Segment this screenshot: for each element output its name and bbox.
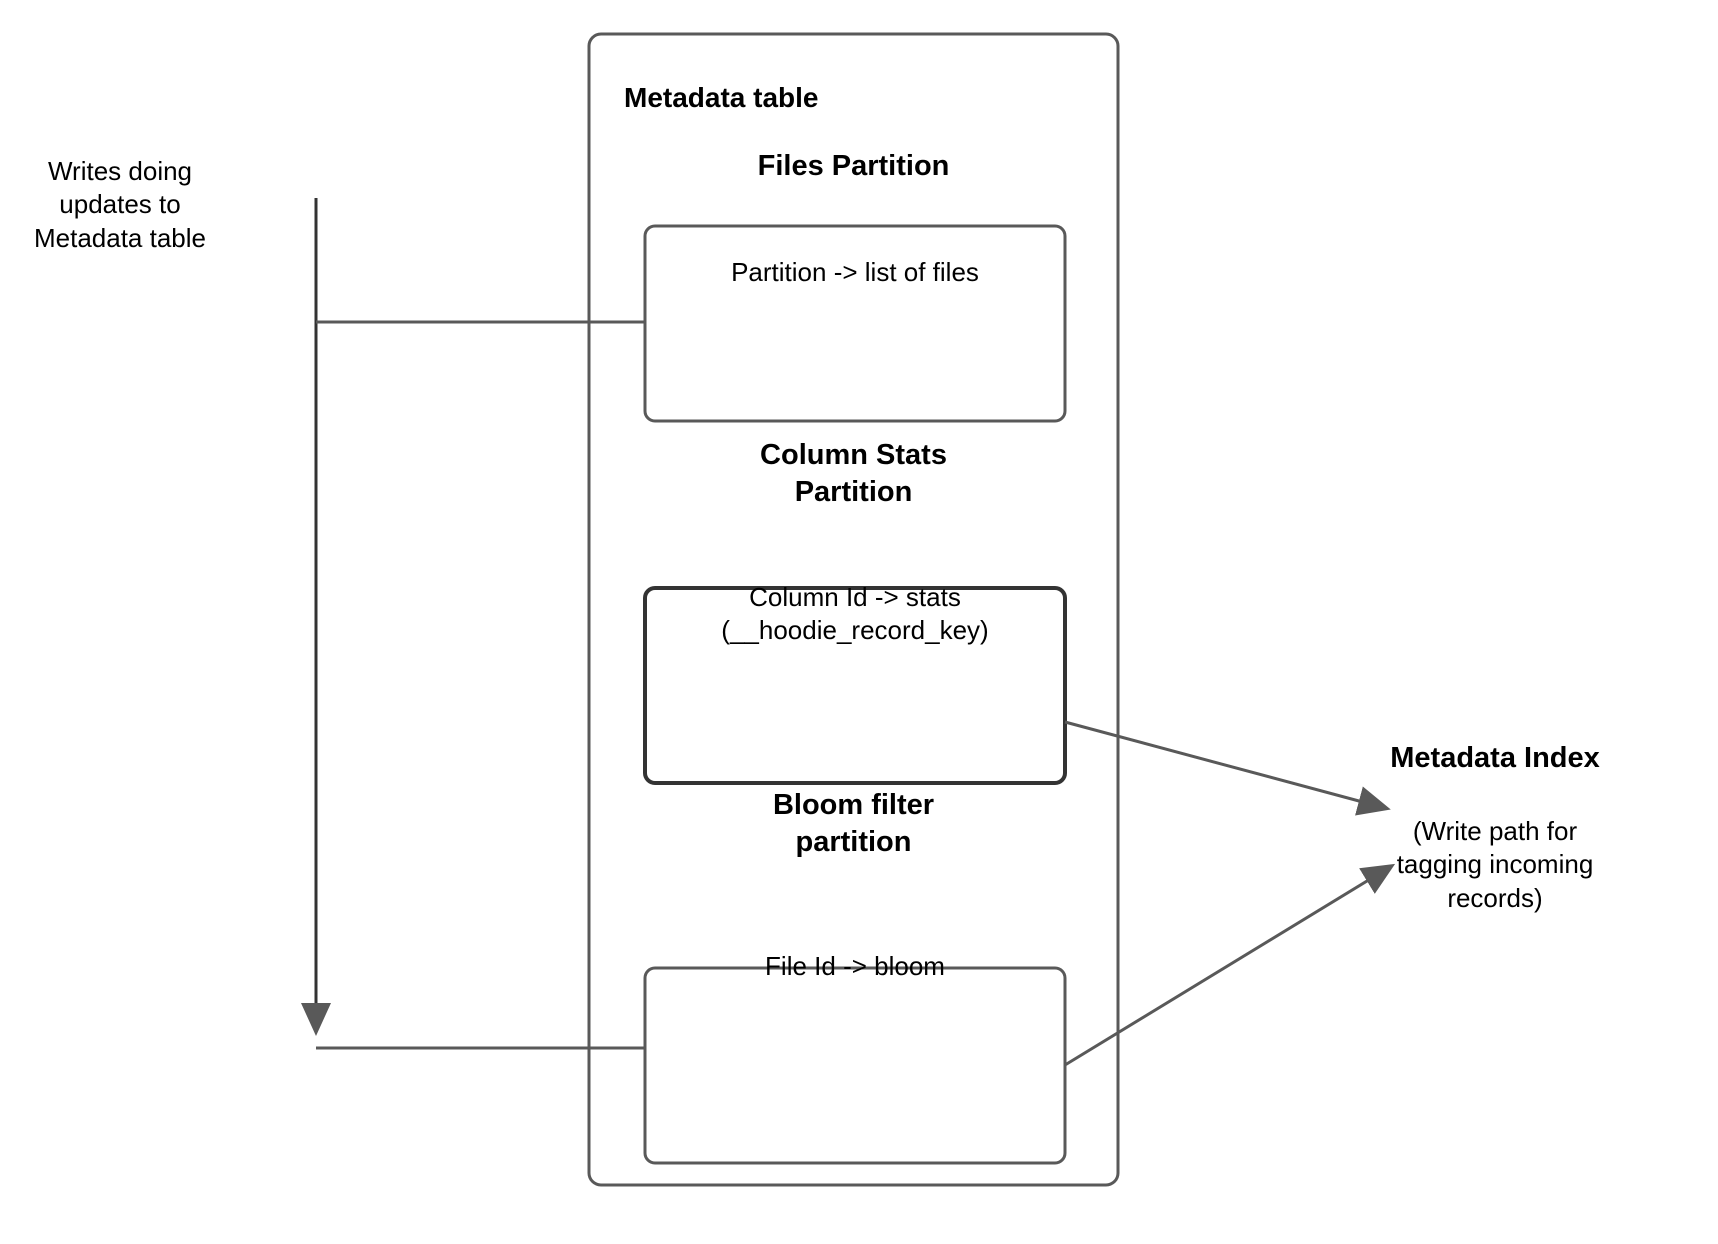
files-partition-heading: Files Partition bbox=[757, 150, 950, 182]
column-stats-to-metadata-index-arrow bbox=[1064, 720, 1391, 816]
metadata-table-title: Metadata table bbox=[624, 82, 819, 113]
metadata-index-sublabel: (Write path for tagging incoming records… bbox=[1396, 816, 1594, 913]
metadata-index-label: Metadata Index bbox=[1390, 742, 1600, 774]
files-partition-box-text: Partition -> list of files bbox=[731, 257, 979, 287]
bloom-filter-partition-heading: Bloom filter partition bbox=[772, 789, 935, 859]
column-stats-partition-box-text: Column Id -> stats (__hoodie_record_key) bbox=[721, 582, 989, 646]
column-stats-partition-heading: Column Stats Partition bbox=[760, 439, 947, 509]
bloom-filter-partition-box-text: File Id -> bloom bbox=[765, 951, 945, 981]
writes-updates-label: Writes doing updates to Metadata table bbox=[33, 156, 206, 253]
bloom-filter-to-metadata-index-arrow bbox=[1064, 863, 1396, 1067]
column-stats-partition-box bbox=[643, 586, 1067, 785]
bloom-filter-partition-box bbox=[643, 966, 1067, 1165]
